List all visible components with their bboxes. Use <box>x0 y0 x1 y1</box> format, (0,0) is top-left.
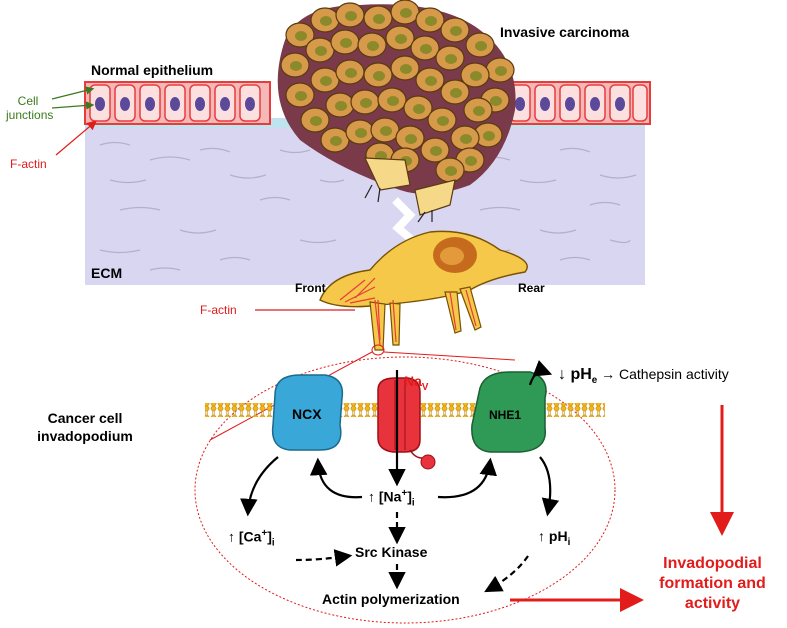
ncx-transporter <box>271 374 344 451</box>
label-na-i-sup: + <box>401 488 408 499</box>
label-outcome-line1: Invadopodial <box>663 555 762 572</box>
cell-junction-arrows <box>51 86 95 110</box>
tumor-cell-nucleus <box>405 134 417 144</box>
tumor-cell-nucleus <box>345 68 357 78</box>
label-cancer-cell-line2: invadopodium <box>37 428 133 444</box>
label-ca-i-main: ↑ [Ca <box>228 528 262 545</box>
tumor-cell-nucleus <box>445 54 457 64</box>
tumor-cell-nucleus <box>295 31 307 41</box>
tumor-cell-nucleus <box>430 146 442 156</box>
label-f-actin-cell: F-actin <box>200 303 237 317</box>
tumor-cell-nucleus <box>425 76 437 86</box>
label-normal-epithelium: Normal epithelium <box>91 62 214 78</box>
tumor-cell-nucleus <box>420 44 432 54</box>
tumor-cell-nucleus <box>470 71 482 81</box>
tumor-cell-nucleus <box>450 88 462 98</box>
label-outcome: Invadopodial formation and activity <box>640 554 785 614</box>
label-na-i: ↑ [Na+]i <box>368 488 415 508</box>
tumor-cell-nucleus <box>360 98 372 108</box>
nav-channel <box>377 377 436 470</box>
tumor-cell-nucleus <box>490 96 502 106</box>
label-ph-e: ↓ pH <box>558 366 592 383</box>
label-src-kinase: Src Kinase <box>355 544 428 560</box>
tumor-cell-nucleus <box>400 8 412 18</box>
label-nav-main: Na <box>404 373 422 389</box>
tumor-cell-nucleus <box>495 66 507 76</box>
tumor-cell-nucleus <box>355 128 367 138</box>
label-na-i-close: ] <box>407 488 412 505</box>
label-nhe1: NHE1 <box>489 408 522 422</box>
tumor-cell-nucleus <box>335 101 347 111</box>
tumor-cell-nucleus <box>380 126 392 136</box>
migrating-cell <box>319 230 528 351</box>
label-f-actin-epithelium: F-actin <box>10 157 47 171</box>
invading-cells <box>364 157 456 223</box>
label-outcome-line3: activity <box>684 595 741 612</box>
label-cathepsin: → Cathepsin activity <box>601 366 729 382</box>
label-outcome-line2: formation and <box>659 575 766 592</box>
label-cell-junctions-line1: Cell <box>17 94 39 108</box>
tumor-cell-nucleus <box>445 166 457 176</box>
label-ca-i-sub: i <box>271 537 275 549</box>
outcome-arrows <box>510 405 734 612</box>
tumor-cell-nucleus <box>437 116 449 126</box>
tumor-cell-nucleus <box>473 106 485 116</box>
flow-arrows <box>240 360 560 593</box>
label-ph-i: ↑ pHi <box>538 528 570 548</box>
tumor-cell-nucleus <box>465 156 477 166</box>
tumor-cell-nucleus <box>475 41 487 51</box>
epithelium-right <box>504 81 651 125</box>
epithelium-left <box>84 81 271 125</box>
tumor-cell-nucleus <box>340 38 352 48</box>
tumor-cell-nucleus <box>320 16 332 26</box>
label-rear: Rear <box>518 281 545 295</box>
zoom-lines <box>209 344 516 441</box>
nhe1-exchanger <box>471 371 547 453</box>
label-invasive-carcinoma: Invasive carcinoma <box>500 24 630 40</box>
tumor-cell-nucleus <box>425 16 437 26</box>
label-ph-e-sub: e <box>591 374 598 386</box>
tumor-mass <box>277 0 516 194</box>
label-cancer-cell-line1: Cancer cell <box>47 410 123 426</box>
tumor-cell-nucleus <box>310 116 322 126</box>
tumor-cell-nucleus <box>395 34 407 44</box>
label-cell-junctions: Cell junctions <box>6 94 54 122</box>
tumor-cell-nucleus <box>413 104 425 114</box>
label-ecm: ECM <box>91 265 123 281</box>
label-nav: NaV <box>404 373 428 393</box>
label-cell-junctions-line2: junctions <box>6 108 54 122</box>
tumor-cell-nucleus <box>450 26 462 36</box>
tumor-cell-nucleus <box>373 71 385 81</box>
tumor-cell-nucleus <box>315 46 327 56</box>
label-ca-i-sup: + <box>261 528 268 539</box>
label-front: Front <box>295 281 326 295</box>
label-ca-i-close: ] <box>267 528 272 545</box>
tumor-cell-nucleus <box>483 131 495 141</box>
tumor-cell-nucleus <box>345 11 357 21</box>
label-actin-polymerization: Actin polymerization <box>322 591 460 607</box>
label-cancer-cell-invadopodium: Cancer cell invadopodium <box>30 409 140 445</box>
label-na-i-sub: i <box>411 497 415 509</box>
label-ca-i: ↑ [Ca+]i <box>228 528 275 548</box>
f-actin-pointers <box>55 120 355 311</box>
tumor-cell-nucleus <box>387 96 399 106</box>
invadopodium-zoom <box>194 356 616 624</box>
label-ph-i-main: ↑ pH <box>538 528 568 544</box>
label-ph-e-cathepsin: ↓ pHe → Cathepsin activity <box>558 366 729 386</box>
label-ncx: NCX <box>292 406 322 422</box>
tumor-cell-nucleus <box>320 76 332 86</box>
label-ph-i-sub: i <box>567 536 571 548</box>
tumor-cell-nucleus <box>373 14 385 24</box>
tumor-cell-nucleus <box>367 41 379 51</box>
tumor-cell-nucleus <box>295 91 307 101</box>
label-nav-sub: V <box>421 381 429 393</box>
tumor-cell-nucleus <box>290 61 302 71</box>
label-na-i-main: ↑ [Na <box>368 488 402 505</box>
tumor-cell-nucleus <box>330 136 342 146</box>
tumor-cell-nucleus <box>460 134 472 144</box>
tumor-cell-nucleus <box>400 64 412 74</box>
